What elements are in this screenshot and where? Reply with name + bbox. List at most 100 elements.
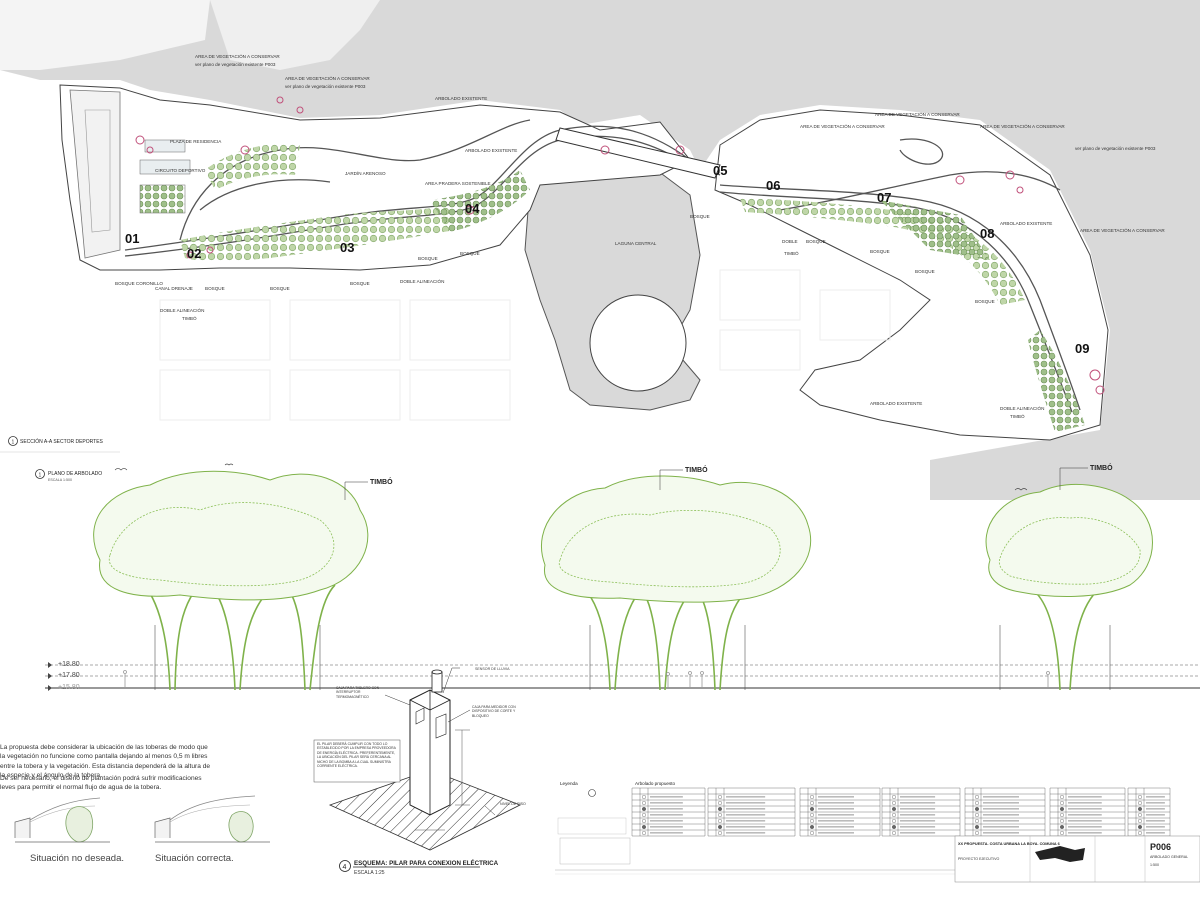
species-symbol <box>810 807 815 812</box>
zone-08: 08 <box>980 226 994 241</box>
forest-label-5: BOSQUE <box>460 251 480 256</box>
nozzle-note-1: La propuesta debe considerar la ubicació… <box>0 744 211 780</box>
species-symbol <box>1137 807 1142 812</box>
species-symbol <box>975 801 980 806</box>
species-symbol <box>892 795 897 800</box>
species-text-placeholder <box>1146 808 1165 810</box>
legend-title: Leyenda <box>560 781 578 786</box>
preserve-sub-5: ver plano de vegetación existente P003 <box>1075 146 1156 151</box>
species-symbol <box>1137 819 1142 824</box>
detail-scale: ESCALA 1:25 <box>354 870 385 876</box>
species-symbol <box>718 831 723 836</box>
highlight-trees <box>135 96 1105 395</box>
species-text-placeholder <box>983 832 1019 834</box>
svg-text:1: 1 <box>12 440 15 446</box>
detail-number: 4 <box>343 864 347 871</box>
plan-labels: LAGUNA CENTRAL AREA DE VEGETACIÓN A CONS… <box>115 53 1165 419</box>
species-text-placeholder <box>650 808 683 810</box>
species-symbol <box>642 801 647 806</box>
drainage-label: CANAL DRENAJE <box>155 286 193 291</box>
preserve-label-5: AREA DE VEGETACIÓN A CONSERVAR <box>980 123 1065 129</box>
title-block: XX PROPUESTA. COSTA URBANA LA BOYA. COMU… <box>954 835 1200 883</box>
timbo-label-1: TIMBÓ <box>370 477 393 486</box>
species-text-placeholder <box>1146 814 1165 816</box>
meter-label: CAJA PARA MEDIDOR CON DISPOSITIVO DE COR… <box>472 705 516 718</box>
pillar-note: EL PILAR DEBERÁ CUMPLIR CON TODO LO ESTA… <box>317 742 396 769</box>
species-symbol <box>810 831 815 836</box>
timbo-label-2: TIMBÓ <box>685 465 708 474</box>
detail-title: ESQUEMA: PILAR PARA CONEXION ELÉCTRICA <box>354 859 499 867</box>
zone-03: 03 <box>340 240 354 255</box>
species-symbol <box>975 819 980 824</box>
species-text-placeholder <box>650 802 683 804</box>
lagoon-label: LAGUNA CENTRAL <box>615 241 657 246</box>
species-text-placeholder <box>983 826 1019 828</box>
existing-trees-4: ARBOLADO EXISTENTE <box>870 401 922 406</box>
species-text-placeholder <box>983 808 1019 810</box>
species-symbol <box>810 825 815 830</box>
sports-label: CIRCUITO DEPORTIVO <box>155 168 206 173</box>
species-symbol <box>892 819 897 824</box>
preserve-label-3: AREA DE VEGETACIÓN A CONSERVAR <box>800 123 885 129</box>
box-label: CAJA PARA TABLERO CON INTERRUPTOR TERMOM… <box>336 686 380 699</box>
species-text-placeholder <box>726 826 766 828</box>
species-text-placeholder <box>726 832 766 834</box>
species-symbol <box>1059 825 1064 830</box>
section-label: SECCIÓN A-A SECTOR DEPORTES <box>20 438 104 445</box>
double-align-3: DOBLE ALINEACIÓN <box>1000 405 1044 411</box>
svg-text:1: 1 <box>39 473 42 479</box>
level-2: +17.80 <box>58 672 80 679</box>
section-header: 1 PLANO DE ARBOLADO ESCALA 1:500 <box>35 469 102 482</box>
species-symbol <box>642 795 647 800</box>
zone-01: 01 <box>125 231 139 246</box>
species-symbol <box>642 819 647 824</box>
existing-trees-3: ARBOLADO EXISTENTE <box>1000 221 1052 226</box>
forest-label-9: BOSQUE <box>915 269 935 274</box>
zone-07: 07 <box>877 190 891 205</box>
species-text-placeholder <box>900 808 936 810</box>
pillar-detail <box>313 667 521 851</box>
species-symbol <box>892 807 897 812</box>
nozzle-note-2: De ser necesario, el diseño de plantació… <box>0 775 202 792</box>
double-align-1: DOBLE ALINEACIÓN <box>160 307 204 313</box>
land-west <box>59 84 691 271</box>
species-text-placeholder <box>726 802 766 804</box>
sheet-code: P006 <box>1150 842 1171 852</box>
species-symbol <box>718 801 723 806</box>
sprinkler-bad <box>14 797 110 843</box>
species-symbol <box>642 807 647 812</box>
preserve-sub-1: ver plano de vegetación existente P003 <box>195 62 276 67</box>
existing-trees-1: ARBOLADO EXISTENTE <box>435 96 487 101</box>
species-symbol <box>1137 795 1142 800</box>
species-text-placeholder <box>1146 832 1165 834</box>
pillar-title: 4 ESQUEMA: PILAR PARA CONEXION ELÉCTRICA… <box>339 802 526 876</box>
species-text-placeholder <box>1068 826 1102 828</box>
double-align-2: DOBLE ALINEACIÓN <box>400 278 444 284</box>
species-symbol <box>642 813 647 818</box>
species-text-placeholder <box>900 832 936 834</box>
legend-table-title: Arbolado propuesto <box>635 781 676 786</box>
species-symbol <box>1059 801 1064 806</box>
double-label: DOBLE <box>782 239 798 244</box>
species-symbol <box>1059 831 1064 836</box>
section-title: PLANO DE ARBOLADO <box>48 471 102 477</box>
species-symbol <box>1137 825 1142 830</box>
species-text-placeholder <box>818 796 854 798</box>
forest-coronillo: BOSQUE CORONILLO <box>115 281 163 286</box>
species-text-placeholder <box>900 796 936 798</box>
legend-block: Leyenda Arbolado propuesto <box>557 781 676 835</box>
species-symbol <box>975 807 980 812</box>
timbo-plan-1: TIMBÓ <box>182 315 197 321</box>
species-text-placeholder <box>726 814 766 816</box>
footer-strip <box>555 837 955 875</box>
level-markers: +18.80 +17.80 +15.80 <box>48 661 80 691</box>
floor-label: NIVEL DE PISO <box>500 802 526 806</box>
meadow-label: AREA PRADERA SOSTENIBLE <box>425 181 491 186</box>
species-text-placeholder <box>1068 802 1102 804</box>
species-symbol <box>718 825 723 830</box>
species-symbol <box>892 831 897 836</box>
forest-label-8: BOSQUE <box>870 249 890 254</box>
zone-04: 04 <box>465 201 480 216</box>
species-text-placeholder <box>650 826 683 828</box>
